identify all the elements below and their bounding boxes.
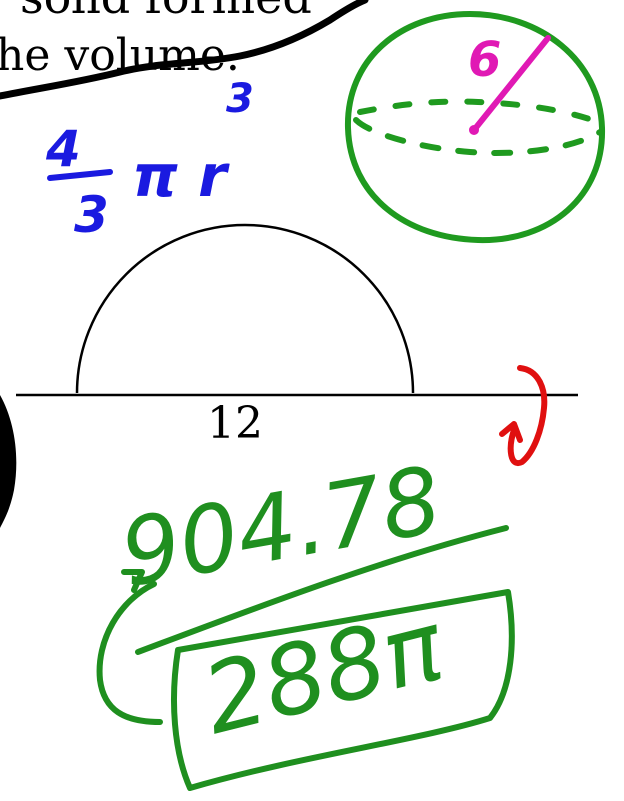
rotation-arrow [499,365,548,466]
sphere-sketch [344,10,606,244]
semicircle-region [75,223,415,394]
black-edge-mark [0,395,17,528]
radius-label: 6 [468,32,501,88]
answer-work [96,525,515,791]
formula-pi-r: π r [132,142,230,210]
answer-decimal: 904.78 [113,446,449,607]
black-scribble-top [0,0,369,100]
formula-fraction-denominator: 3 [74,186,109,244]
sphere-center-dot [469,125,479,135]
radius-line [471,35,551,133]
formula-fraction-numerator: 4 [45,120,81,178]
formula-exponent: 3 [226,76,254,122]
problem-text-line-1: solid formed [20,0,312,24]
semicircle-base-label: 12 [207,398,263,449]
formula-fraction-bar [47,169,113,181]
